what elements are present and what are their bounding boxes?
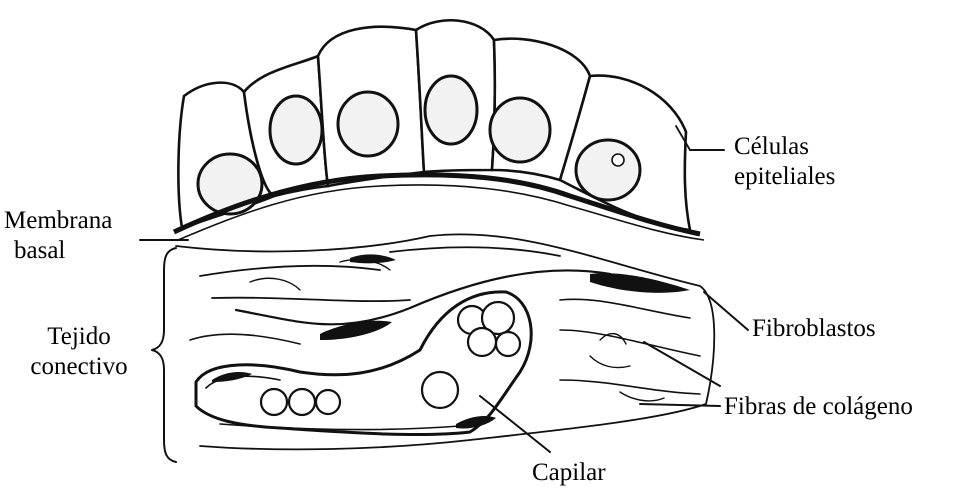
label-epithelial-line1: Células (734, 132, 835, 162)
label-collagen-fibers: Fibras de colágeno (724, 392, 913, 422)
connective-tissue-brace (152, 248, 176, 462)
leader-fibroblasts (704, 292, 748, 330)
label-fibroblasts: Fibroblastos (752, 314, 876, 344)
label-capillary: Capilar (532, 458, 606, 488)
leader-capillary (480, 396, 550, 452)
leader-collagen-2 (640, 404, 720, 406)
connective-tissue (176, 234, 714, 449)
label-connective-line2: conectivo (4, 352, 154, 382)
label-connective-tissue: Tejido conectivo (4, 322, 154, 382)
label-membrane-line2: basal (4, 236, 112, 266)
label-epithelial-cells: Células epiteliales (734, 132, 835, 192)
leader-collagen-1 (644, 342, 720, 386)
label-connective-line1: Tejido (4, 322, 154, 352)
label-epithelial-line2: epiteliales (734, 162, 835, 192)
label-basement-membrane: Membrana basal (4, 206, 112, 266)
label-membrane-line1: Membrana (4, 206, 112, 236)
